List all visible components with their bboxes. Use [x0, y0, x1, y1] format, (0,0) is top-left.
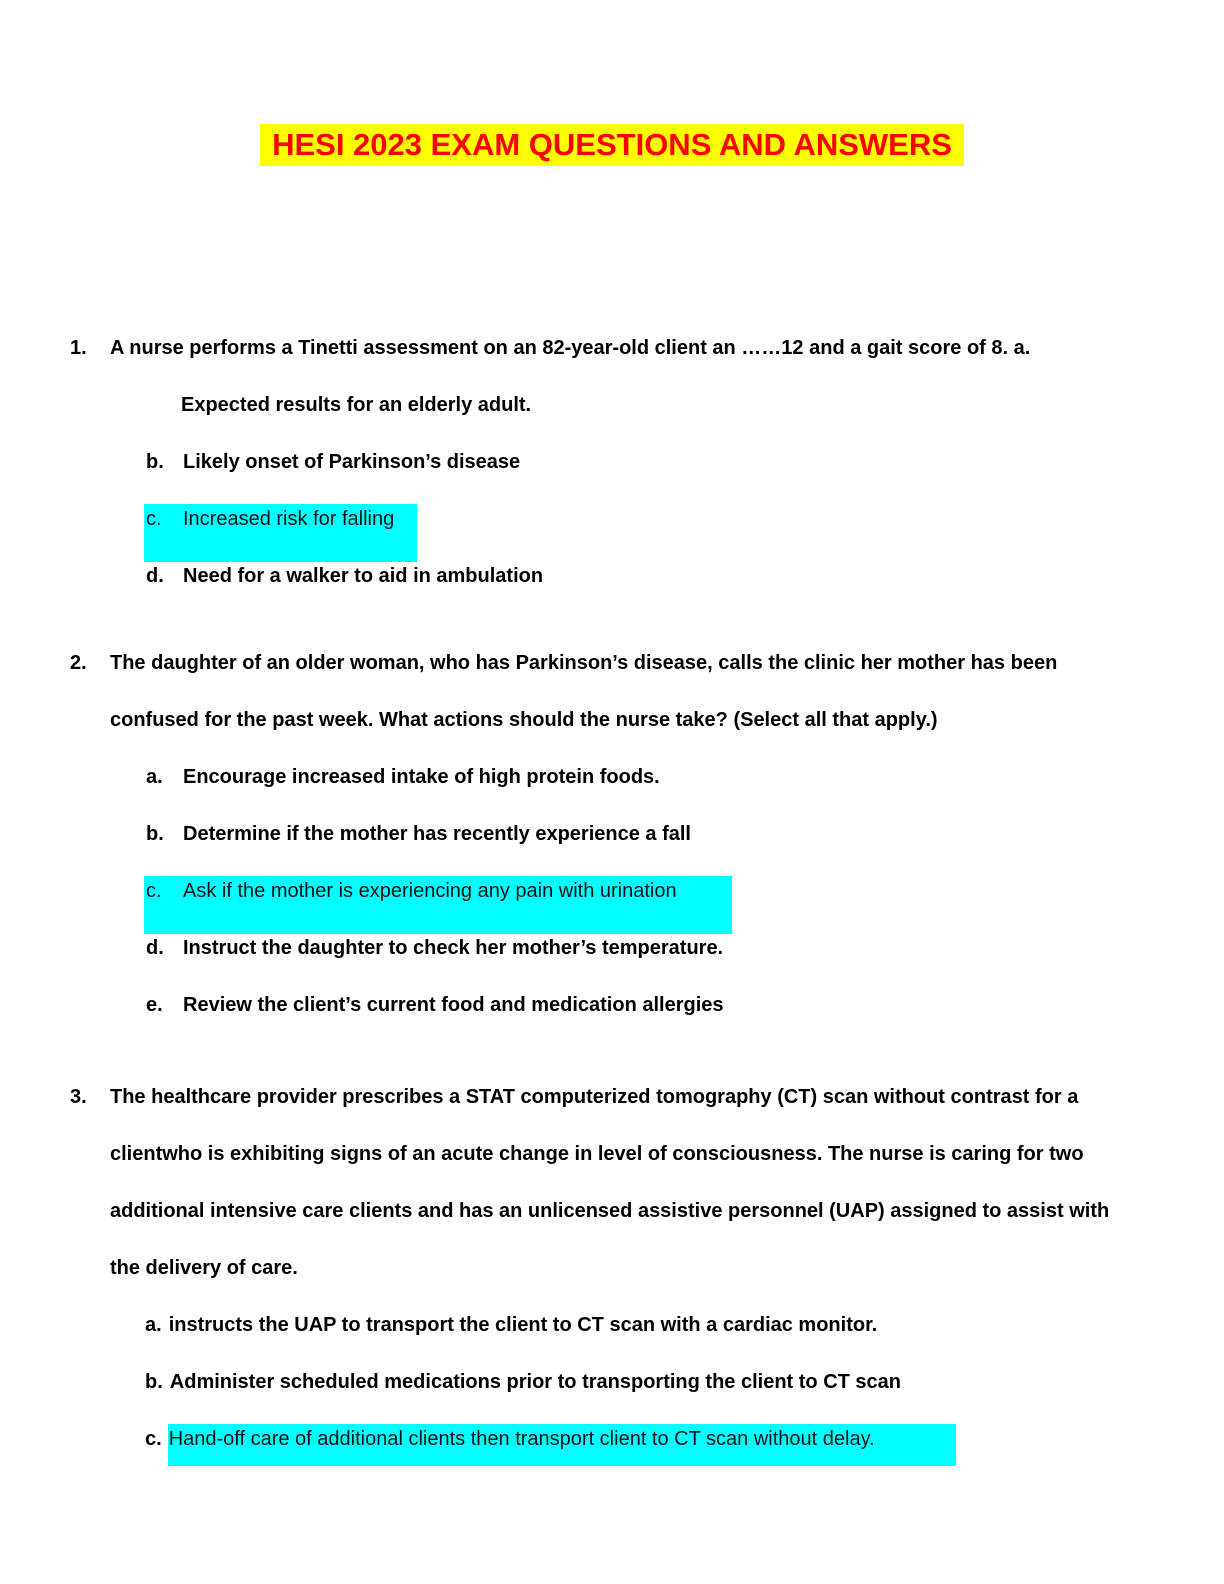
- answer-highlight: [144, 876, 732, 934]
- question-number: 3.: [70, 1086, 87, 1108]
- question-2-text-line: 2. The daughter of an older woman, who ha…: [0, 648, 1224, 678]
- option-letter: d.: [146, 565, 164, 587]
- question-3-text-line: additional intensive care clients and ha…: [0, 1196, 1224, 1226]
- question-text: The daughter of an older woman, who has …: [110, 652, 1058, 674]
- option-text: Instruct the daughter to check her mothe…: [183, 937, 724, 959]
- option-text: Increased risk for falling: [183, 508, 395, 530]
- question-number: 2.: [70, 652, 87, 674]
- option-letter: a.: [146, 766, 163, 788]
- answer-highlight: [168, 1424, 956, 1466]
- question-3: 3. The healthcare provider prescribes a S…: [0, 1082, 1224, 1481]
- option-row: b. Likely onset of Parkinson’s disease: [0, 447, 1224, 477]
- option-letter: c.: [146, 880, 162, 902]
- option-text: Expected results for an elderly adult.: [181, 394, 532, 416]
- question-1-option-a-text: Expected results for an elderly adult.: [0, 390, 1224, 420]
- question-text: clientwho is exhibiting signs of an acut…: [110, 1143, 1084, 1165]
- option-row: a. Encourage increased intake of high pro…: [0, 762, 1224, 792]
- question-1-text-line: 1. A nurse performs a Tinetti assessment …: [0, 333, 1224, 363]
- question-text: additional intensive care clients and ha…: [110, 1200, 1110, 1222]
- question-number: 1.: [70, 337, 87, 359]
- question-3-text-line: the delivery of care.: [0, 1253, 1224, 1283]
- option-text: Ask if the mother is experiencing any pa…: [183, 880, 677, 902]
- question-text: confused for the past week. What actions…: [110, 709, 938, 731]
- option-letter: b.: [145, 1371, 163, 1393]
- question-1: 1. A nurse performs a Tinetti assessment …: [0, 333, 1224, 618]
- option-row-highlighted: c. Ask if the mother is experiencing any …: [0, 876, 1224, 934]
- option-letter: c.: [145, 1428, 162, 1450]
- option-letter: d.: [146, 937, 164, 959]
- answer-highlight: [144, 504, 417, 562]
- option-row: b. Determine if the mother has recently e…: [0, 819, 1224, 849]
- question-2-text-line: confused for the past week. What actions…: [0, 705, 1224, 735]
- option-row: d. Need for a walker to aid in ambulation: [0, 561, 1224, 591]
- option-text: Need for a walker to aid in ambulation: [183, 565, 544, 587]
- option-text: Determine if the mother has recently exp…: [183, 823, 691, 845]
- question-text: A nurse performs a Tinetti assessment on…: [110, 337, 1031, 359]
- option-row: d. Instruct the daughter to check her mot…: [0, 933, 1224, 963]
- title-band: HESI 2023 EXAM QUESTIONS AND ANSWERS: [0, 124, 1224, 166]
- question-text: The healthcare provider prescribes a STA…: [110, 1086, 1079, 1108]
- option-row: a. instructs the UAP to transport the cli…: [0, 1310, 1224, 1340]
- option-letter: a.: [145, 1314, 162, 1336]
- option-text: Administer scheduled medications prior t…: [169, 1371, 901, 1393]
- question-text: the delivery of care.: [110, 1257, 298, 1279]
- option-text: Hand-off care of additional clients then…: [168, 1428, 875, 1450]
- option-text: instructs the UAP to transport the clien…: [168, 1314, 878, 1336]
- option-row: e. Review the client’s current food and m…: [0, 990, 1224, 1020]
- question-2: 2. The daughter of an older woman, who ha…: [0, 648, 1224, 1047]
- question-3-text-line: clientwho is exhibiting signs of an acut…: [0, 1139, 1224, 1169]
- option-text: Review the client’s current food and med…: [183, 994, 724, 1016]
- option-text: Encourage increased intake of high prote…: [183, 766, 660, 788]
- option-letter: b.: [146, 823, 164, 845]
- option-row-highlighted: c. Hand-off care of additional clients th…: [0, 1424, 1224, 1466]
- option-letter: b.: [146, 451, 164, 473]
- document-title: HESI 2023 EXAM QUESTIONS AND ANSWERS: [260, 124, 964, 166]
- question-3-text-line: 3. The healthcare provider prescribes a S…: [0, 1082, 1224, 1112]
- option-letter: e.: [146, 994, 163, 1016]
- option-text: Likely onset of Parkinson’s disease: [183, 451, 521, 473]
- option-letter: c.: [146, 508, 162, 530]
- option-row-highlighted: c. Increased risk for falling: [0, 504, 1224, 562]
- option-row: b. Administer scheduled medications prior…: [0, 1367, 1224, 1397]
